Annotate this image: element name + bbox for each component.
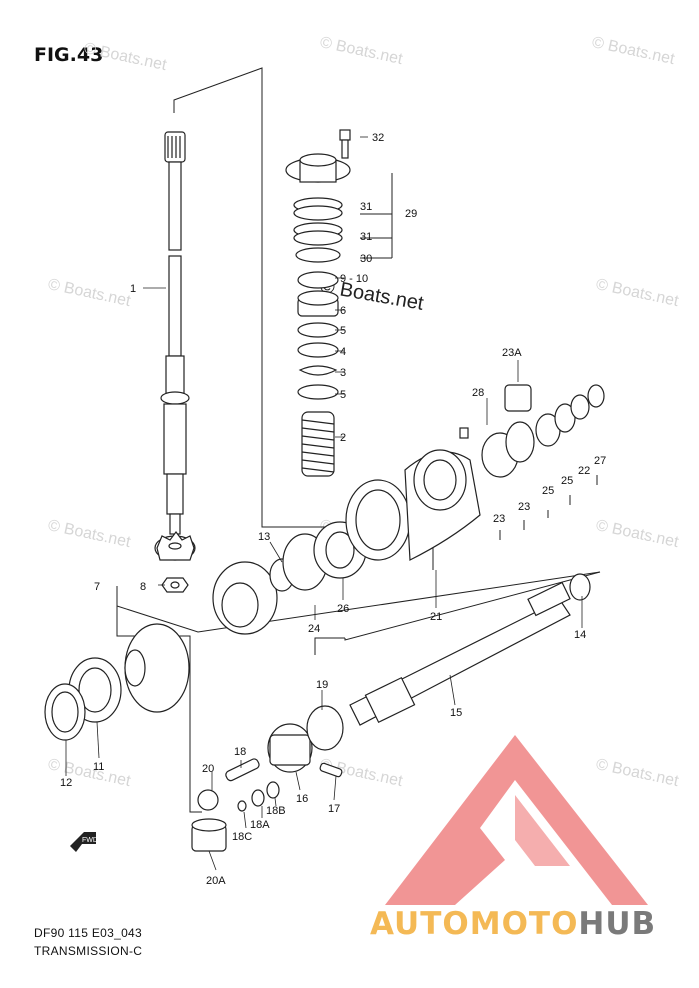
callout-5: 5: [340, 325, 346, 337]
brand-moto: MOTO: [469, 906, 579, 942]
fwd-label: FWD: [82, 837, 98, 844]
callout-20: 20: [202, 763, 214, 775]
callout-leaders: [65, 136, 583, 871]
callout-17: 17: [328, 803, 340, 815]
callout-18a: 18A: [250, 819, 270, 831]
callout-31: 31: [360, 201, 372, 213]
figure-subtitle: TRANSMISSION-C: [34, 944, 143, 958]
callout-5b: 5: [340, 389, 346, 401]
callout-21: 21: [430, 611, 442, 623]
figure-title: FIG.43: [34, 44, 104, 66]
callout-9-10: 9 - 10: [340, 273, 368, 285]
callout-27: 27: [594, 455, 606, 467]
callout-18: 18: [234, 746, 246, 758]
callout-15: 15: [450, 707, 462, 719]
forward-direction-icon: [70, 832, 96, 852]
callout-19: 19: [316, 679, 328, 691]
callout-18b: 18B: [266, 805, 286, 817]
callout-12: 12: [60, 777, 72, 789]
callout-28: 28: [472, 387, 484, 399]
callout-labels: 1 2 3 4 5 5 6 7 8 9 - 10 11 12 13 14 15 …: [60, 132, 606, 887]
brand-hub: HUB: [578, 906, 657, 942]
callout-22: 22: [578, 465, 590, 477]
brand-logo-mark: [385, 735, 648, 905]
callout-29: 29: [405, 208, 417, 220]
pinion-nut: [161, 577, 189, 593]
callout-30: 30: [360, 253, 372, 265]
callout-26: 26: [337, 603, 349, 615]
callout-32: 32: [372, 132, 384, 144]
callout-18c: 18C: [232, 831, 252, 843]
callout-1: 1: [130, 283, 136, 295]
pinion-gear: [154, 531, 196, 561]
bearing-stack: [285, 129, 351, 400]
callout-11: 11: [93, 761, 104, 773]
clutch-dog: [191, 705, 344, 852]
callout-13: 13: [258, 531, 270, 543]
figure-code: DF90 115 E03_043: [34, 926, 142, 940]
vertical-driveshaft: [160, 131, 190, 535]
callout-24: 24: [308, 623, 320, 635]
callout-8: 8: [140, 581, 146, 593]
brand-auto: AUTO: [370, 906, 470, 942]
bearing-housing: [345, 427, 481, 561]
propeller-bearings: [481, 384, 605, 478]
callout-23: 23: [493, 513, 505, 525]
callout-2: 2: [340, 432, 346, 444]
callout-16: 16: [296, 793, 308, 805]
callout-6: 6: [340, 305, 346, 317]
callout-14: 14: [574, 629, 586, 641]
callout-3: 3: [340, 367, 346, 379]
callout-23A: 23A: [502, 347, 522, 359]
callout-25: 25: [542, 485, 554, 497]
spring: [301, 411, 335, 477]
callout-31b: 31: [360, 231, 372, 243]
brand-wordmark: AUTOMOTOHUB: [370, 906, 656, 942]
forward-gear: [44, 623, 190, 741]
callout-7: 7: [94, 581, 100, 593]
callout-20a: 20A: [206, 875, 226, 887]
callout-25b: 25: [561, 475, 573, 487]
callout-23b: 23: [518, 501, 530, 513]
propeller-shaft: [349, 573, 591, 726]
callout-4: 4: [340, 346, 346, 358]
